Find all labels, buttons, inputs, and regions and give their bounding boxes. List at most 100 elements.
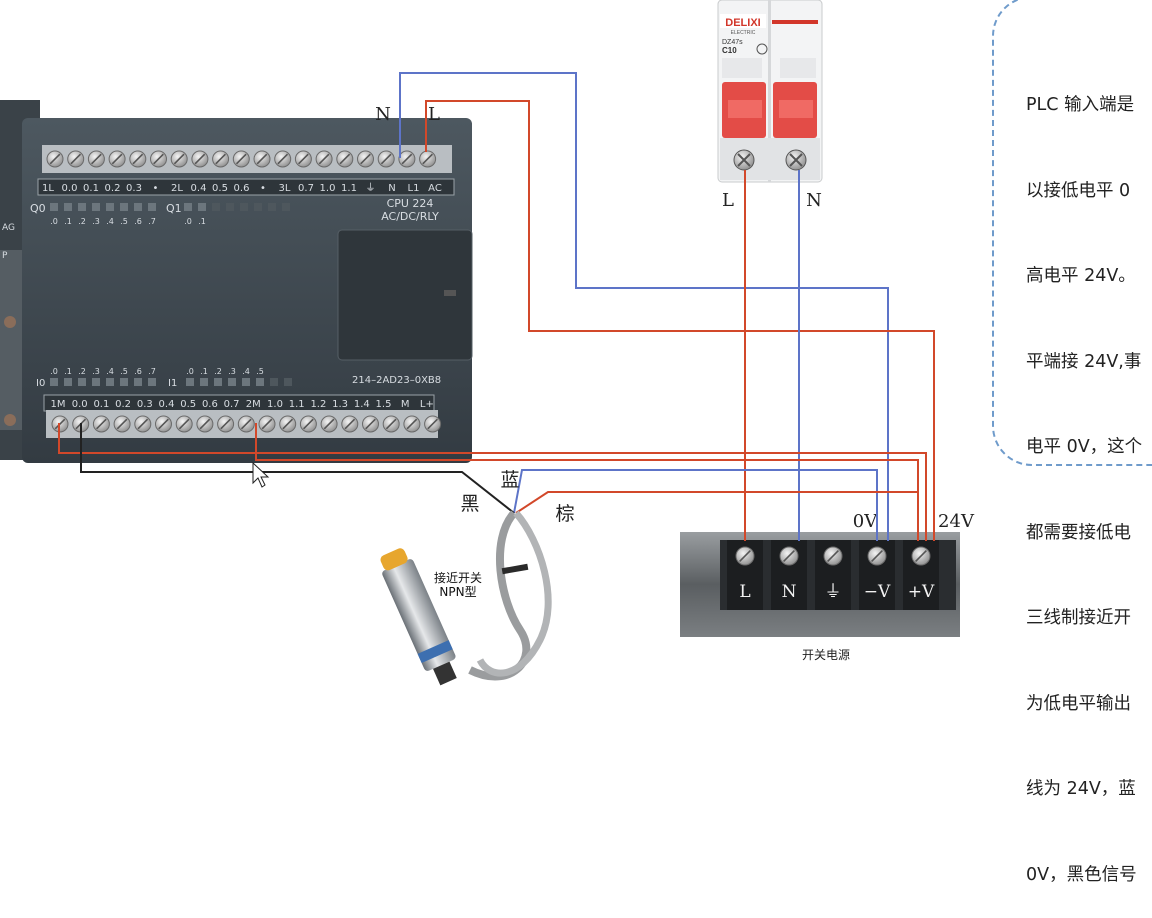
terminal-screw-slot bbox=[783, 550, 795, 562]
plc-top-terminal-label: 0.0 bbox=[62, 183, 78, 194]
plc-side-label-p: P bbox=[2, 251, 8, 261]
terminal-screw-slot bbox=[385, 418, 397, 430]
terminal-screw-slot bbox=[261, 418, 273, 430]
i1-led-label: .5 bbox=[256, 367, 264, 376]
q1-led bbox=[198, 203, 206, 211]
sensor-cable bbox=[468, 510, 531, 681]
plc-top-terminal-label: 0.1 bbox=[83, 183, 99, 194]
terminal-screw-slot bbox=[277, 153, 289, 165]
sensor-cable-tie bbox=[501, 563, 529, 575]
i0-led bbox=[64, 378, 72, 386]
proximity-sensor: 接近开关 NPN型 bbox=[380, 510, 552, 686]
q1-led-label: .0 bbox=[184, 217, 192, 226]
i0-led-label: .3 bbox=[92, 367, 100, 376]
q0-led-label: .4 bbox=[106, 217, 114, 226]
i0-led bbox=[78, 378, 86, 386]
i1-led bbox=[214, 378, 222, 386]
i0-led bbox=[120, 378, 128, 386]
plc-bottom-terminal-label: 0.4 bbox=[159, 399, 175, 410]
plc-part-number: 214–2AD23–0XB8 bbox=[352, 375, 441, 386]
note-box bbox=[992, 0, 1152, 466]
note-text: PLC 输入端是 以接低电平 0 高电平 24V。 平端接 24V,事 电平 0… bbox=[1026, 34, 1152, 918]
plc-cover-slot bbox=[444, 290, 456, 296]
plc-top-terminal-label: • bbox=[153, 183, 159, 194]
breaker-line-l-label: L bbox=[722, 190, 734, 211]
plc-top-terminal-label: 0.5 bbox=[212, 183, 228, 194]
terminal-screw-slot bbox=[235, 153, 247, 165]
note-line: 以接低电平 0 bbox=[1026, 180, 1131, 201]
plc-top-terminal-label: 0.2 bbox=[105, 183, 121, 194]
plc-top-terminal-label: 3L bbox=[279, 183, 291, 194]
terminal-screw-slot bbox=[215, 153, 226, 165]
q0-led bbox=[64, 203, 72, 211]
q0-led-label: .2 bbox=[78, 217, 86, 226]
terminal-screw-slot bbox=[915, 550, 927, 562]
plc-bottom-terminal-label: 0.0 bbox=[72, 399, 88, 410]
breaker-screw-left-slot bbox=[737, 153, 751, 167]
note-line: 三线制接近开 bbox=[1026, 608, 1131, 628]
circuit-breaker: DELIXI ELECTRIC DZ47s C10 L N bbox=[717, 0, 823, 211]
q0-led-label: .5 bbox=[120, 217, 128, 226]
q0-led bbox=[78, 203, 86, 211]
q1-led-label: .1 bbox=[198, 217, 206, 226]
plc-bottom-terminal-label: 0.5 bbox=[180, 399, 196, 410]
terminal-screw-slot bbox=[220, 418, 231, 430]
q1-led-unused bbox=[254, 203, 262, 211]
terminal-screw-slot bbox=[240, 418, 252, 430]
note-line: PLC 输入端是 bbox=[1026, 95, 1135, 115]
q1-led bbox=[184, 203, 192, 211]
plc-bottom-terminal-label: 0.3 bbox=[137, 399, 153, 410]
terminal-screw-slot bbox=[323, 418, 335, 430]
q0-led bbox=[120, 203, 128, 211]
terminal-screw-slot bbox=[365, 418, 376, 430]
plc-bottom-terminal-label: 2M bbox=[246, 399, 261, 410]
q1-led-unused bbox=[212, 203, 220, 211]
wire-sensor-blue bbox=[513, 469, 878, 541]
sensor-cap bbox=[380, 548, 408, 571]
terminal-screw-slot bbox=[318, 153, 330, 165]
supply-terminal-label: N bbox=[782, 582, 797, 602]
breaker-handle-right-grip bbox=[779, 100, 813, 118]
sensor-cable-loop bbox=[476, 510, 552, 677]
supply-terminal-label: L bbox=[739, 582, 750, 602]
terminal-screw-slot bbox=[380, 153, 392, 165]
plc-port-panel bbox=[0, 250, 22, 430]
sensor-name-line2: NPN型 bbox=[439, 585, 476, 599]
plc-i1-leds: .0.1.2.3.4.5 bbox=[186, 367, 292, 386]
plc-q0-label: Q0 bbox=[30, 202, 46, 215]
breaker-screw-right-slot bbox=[789, 153, 803, 167]
terminal-screw-slot bbox=[111, 153, 123, 165]
sensor-tail bbox=[433, 661, 457, 686]
note-line: 电平 0V，这个 bbox=[1026, 437, 1143, 457]
terminal-screw-slot bbox=[137, 418, 149, 430]
terminal-screw-slot bbox=[91, 153, 102, 165]
terminal-screw-slot bbox=[406, 418, 418, 430]
i0-led-label: .0 bbox=[50, 367, 58, 376]
terminal-screw-slot bbox=[178, 418, 190, 430]
plc-bottom-terminal-label: 1.2 bbox=[310, 399, 326, 410]
terminal-screw-slot bbox=[132, 153, 144, 165]
i1-led-label: .3 bbox=[228, 367, 236, 376]
i1-led-unused bbox=[284, 378, 292, 386]
plc-bottom-terminal-label: 1.1 bbox=[289, 399, 305, 410]
q0-led bbox=[106, 203, 114, 211]
plc-top-terminal-label: L1 bbox=[408, 183, 420, 194]
i0-led-label: .4 bbox=[106, 367, 114, 376]
i0-led-label: .5 bbox=[120, 367, 128, 376]
plc-bottom-terminal-label: 0.7 bbox=[224, 399, 240, 410]
terminal-screw-slot bbox=[256, 153, 268, 165]
note-line: 线为 24V，蓝 bbox=[1026, 779, 1136, 799]
note-line: 高电平 24V。 bbox=[1026, 266, 1136, 286]
terminal-screw-slot bbox=[282, 418, 294, 430]
note-line: 平端接 24V,事 bbox=[1026, 351, 1142, 372]
i0-led bbox=[50, 378, 58, 386]
i0-led bbox=[148, 378, 156, 386]
i0-led-label: .2 bbox=[78, 367, 86, 376]
plc-q0-leds: .0.1.2.3.4.5.6.7 bbox=[50, 203, 156, 226]
i1-led bbox=[228, 378, 236, 386]
wire-l-plc-to-supply bbox=[425, 100, 935, 541]
